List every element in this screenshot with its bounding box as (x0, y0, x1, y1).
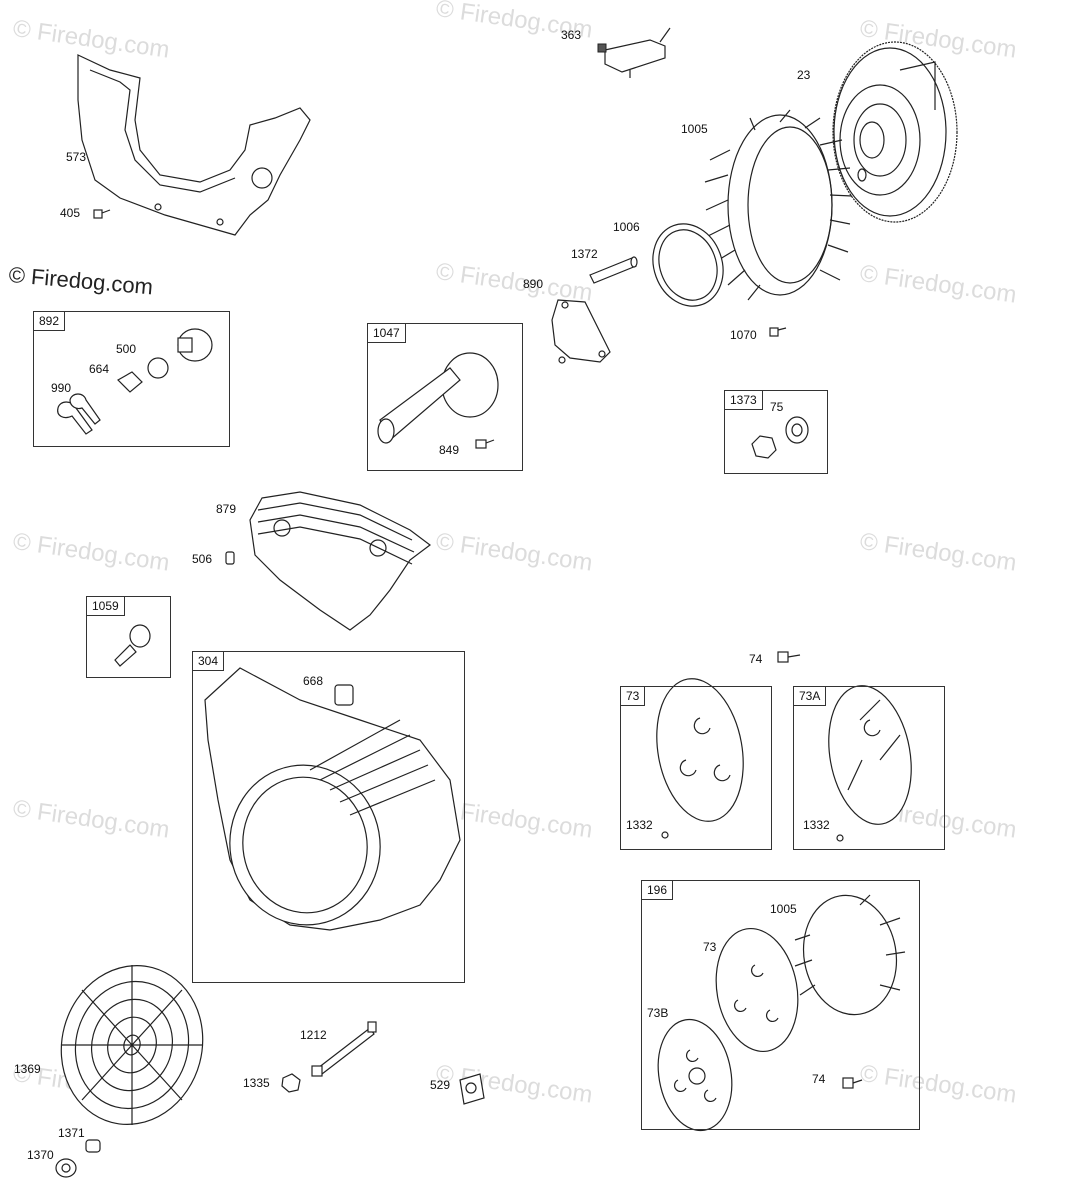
callout-1369: 1369 (14, 1062, 41, 1076)
callout-363: 363 (561, 28, 582, 42)
kit-number: 892 (34, 312, 66, 331)
part-1369-guard (60, 965, 204, 1125)
callout-1212: 1212 (300, 1028, 327, 1042)
part-1372-pin (589, 256, 638, 284)
part-73-screen (656, 678, 744, 839)
callout-890: 890 (523, 277, 544, 291)
callout-506: 506 (192, 552, 213, 566)
part-23-flywheel (832, 41, 958, 223)
part-1212-rod (311, 1021, 377, 1077)
kit-box-1373: 1373 (724, 390, 828, 474)
part-196-kit (657, 894, 906, 1132)
part-506-spring (225, 551, 235, 565)
callout-1332: 1332 (803, 818, 830, 832)
part-1335-nut (281, 1073, 301, 1093)
callout-73b: 73B (647, 1006, 669, 1020)
kit-box-1059: 1059 (86, 596, 171, 678)
callout-1332: 1332 (626, 818, 653, 832)
callout-1370: 1370 (27, 1148, 54, 1162)
callout-1372: 1372 (571, 247, 598, 261)
callout-664: 664 (89, 362, 110, 376)
callout-1005: 1005 (681, 122, 708, 136)
kit-number: 1373 (725, 391, 763, 410)
callout-500: 500 (116, 342, 137, 356)
callout-849: 849 (439, 443, 460, 457)
callout-23: 23 (797, 68, 811, 82)
callout-879: 879 (216, 502, 237, 516)
part-74-screw (777, 651, 801, 663)
callout-1006: 1006 (613, 220, 640, 234)
callout-74: 74 (812, 1072, 826, 1086)
kit-number: 1047 (368, 324, 406, 343)
kit-number: 73A (794, 687, 827, 706)
part-1005-fan (704, 109, 853, 301)
kit-box-892: 892 (33, 311, 230, 447)
callout-573: 573 (66, 150, 87, 164)
part-1370-nut (55, 1158, 77, 1178)
part-890-bracket (551, 299, 611, 364)
kit-box-196: 196 (641, 880, 920, 1130)
kit-number: 304 (193, 652, 225, 671)
callout-668: 668 (303, 674, 324, 688)
callout-529: 529 (430, 1078, 451, 1092)
part-892-key-switch (57, 328, 213, 435)
part-1047-shaft (377, 352, 499, 449)
callout-73: 73 (703, 940, 717, 954)
part-879-cover (249, 491, 431, 631)
kit-number: 196 (642, 881, 674, 900)
callout-74: 74 (749, 652, 763, 666)
kit-number: 1059 (87, 597, 125, 616)
part-304-blower-housing (204, 667, 461, 931)
part-1371-bushing (85, 1139, 101, 1153)
part-1059-screw (114, 624, 151, 667)
part-1070-nut (769, 327, 787, 337)
kit-box-73: 73 (620, 686, 772, 850)
callout-1371: 1371 (58, 1126, 85, 1140)
part-1006-gasket (652, 223, 724, 307)
part-529-grommet (459, 1073, 485, 1105)
callout-405: 405 (60, 206, 81, 220)
part-73a-screen (828, 685, 912, 842)
kit-number: 73 (621, 687, 646, 706)
callout-1070: 1070 (730, 328, 757, 342)
kit-box-304: 304 (192, 651, 465, 983)
callout-1335: 1335 (243, 1076, 270, 1090)
part-573-back-plate (77, 54, 311, 236)
kit-box-1047: 1047 (367, 323, 523, 471)
part-1373-nut (751, 416, 809, 459)
callout-75: 75 (770, 400, 784, 414)
part-405-screw (93, 209, 111, 219)
part-363-bracket (597, 27, 671, 78)
callout-990: 990 (51, 381, 72, 395)
kit-box-73a: 73A (793, 686, 945, 850)
callout-1005: 1005 (770, 902, 797, 916)
